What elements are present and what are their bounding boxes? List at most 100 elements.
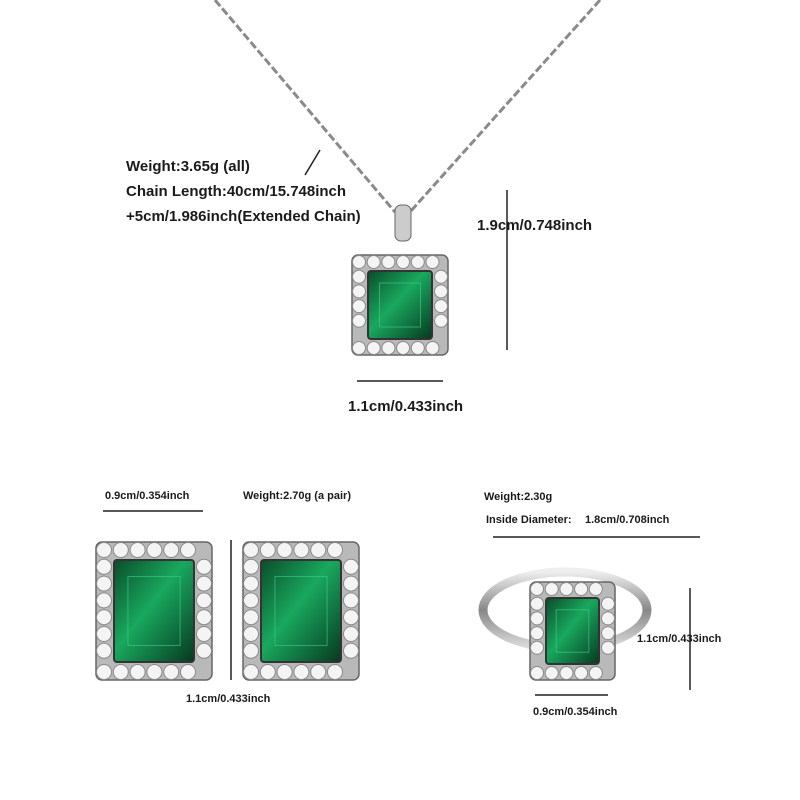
earring-height: 1.1cm/0.433inch bbox=[186, 693, 271, 705]
diamond-stone bbox=[352, 341, 366, 355]
diamond-stone bbox=[434, 313, 448, 328]
diamond-stone bbox=[310, 542, 327, 558]
diamond-stone bbox=[293, 664, 310, 680]
diamond-stone bbox=[293, 542, 310, 558]
diamond-stone bbox=[196, 575, 212, 592]
diamond-stone bbox=[196, 592, 212, 609]
diamond-stone bbox=[434, 299, 448, 314]
diamond-stone bbox=[601, 640, 615, 655]
diamond-stone bbox=[112, 664, 129, 680]
necklace-chain-length: Chain Length:40cm/15.748inch bbox=[126, 183, 347, 200]
diamond-stone bbox=[163, 664, 180, 680]
diamond-stone bbox=[425, 341, 440, 355]
diamond-stone bbox=[243, 664, 259, 680]
diamond-stone bbox=[434, 269, 448, 284]
diamond-stone bbox=[243, 542, 259, 558]
diamond-stone bbox=[196, 642, 212, 659]
necklace-weight: Weight:3.65g (all) bbox=[126, 158, 250, 175]
diamond-stone bbox=[243, 609, 259, 626]
diamond-stone bbox=[96, 558, 112, 575]
diamond-stone bbox=[96, 542, 112, 558]
diamond-stone bbox=[180, 664, 196, 680]
diamond-stone bbox=[530, 666, 544, 680]
diamond-stone bbox=[601, 611, 615, 626]
diamond-stone bbox=[243, 592, 259, 609]
diamond-stone bbox=[163, 542, 180, 558]
earring-left bbox=[95, 541, 213, 681]
diamond-stone bbox=[530, 596, 544, 611]
emerald-stone bbox=[260, 559, 342, 663]
diamond-stone bbox=[180, 542, 196, 558]
diamond-stone bbox=[243, 575, 259, 592]
ring-height: 1.1cm/0.433inch bbox=[637, 633, 722, 645]
diamond-stone bbox=[559, 582, 574, 596]
diamond-stone bbox=[410, 341, 425, 355]
earring-width: 0.9cm/0.354inch bbox=[105, 490, 190, 502]
diamond-stone bbox=[530, 611, 544, 626]
diamond-stone bbox=[96, 664, 112, 680]
diamond-stone bbox=[96, 575, 112, 592]
diamond-stone bbox=[259, 542, 276, 558]
diamond-stone bbox=[343, 558, 359, 575]
emerald-stone bbox=[113, 559, 195, 663]
diamond-stone bbox=[343, 642, 359, 659]
diamond-stone bbox=[129, 664, 146, 680]
diamond-stone bbox=[259, 664, 276, 680]
diamond-stone bbox=[146, 664, 163, 680]
diamond-stone bbox=[327, 664, 343, 680]
diamond-stone bbox=[146, 542, 163, 558]
dimension-lines bbox=[103, 149, 700, 696]
diamond-stone bbox=[352, 269, 366, 284]
diamond-stone bbox=[352, 255, 366, 269]
ring-width: 0.9cm/0.354inch bbox=[533, 706, 618, 718]
diamond-stone bbox=[588, 582, 603, 596]
diamond-stone bbox=[343, 575, 359, 592]
diamond-stone bbox=[574, 666, 589, 680]
diamond-stone bbox=[381, 341, 396, 355]
earring-weight: Weight:2.70g (a pair) bbox=[243, 490, 351, 502]
diamond-stone bbox=[96, 642, 112, 659]
diamond-stone bbox=[544, 666, 559, 680]
diamond-stone bbox=[96, 592, 112, 609]
diamond-stone bbox=[310, 664, 327, 680]
earring-right bbox=[242, 541, 360, 681]
diamond-stone bbox=[410, 255, 425, 269]
diamond-stone bbox=[196, 609, 212, 626]
diamond-stone bbox=[396, 341, 411, 355]
diamond-stone bbox=[601, 626, 615, 641]
diamond-stone bbox=[434, 284, 448, 299]
diamond-stone bbox=[588, 666, 603, 680]
diamond-stone bbox=[343, 592, 359, 609]
diamond-stone bbox=[343, 609, 359, 626]
emerald-stone bbox=[367, 270, 433, 340]
diamond-stone bbox=[243, 558, 259, 575]
diamond-stone bbox=[425, 255, 440, 269]
ring-head bbox=[529, 581, 616, 681]
pendant-height: 1.9cm/0.748inch bbox=[477, 217, 593, 234]
diamond-stone bbox=[276, 542, 293, 558]
ring-weight: Weight:2.30g bbox=[484, 491, 553, 503]
diamond-stone bbox=[366, 341, 381, 355]
pendant bbox=[351, 254, 449, 356]
emerald-stone bbox=[545, 597, 600, 665]
diamond-stone bbox=[352, 284, 366, 299]
pendant-width: 1.1cm/0.433inch bbox=[348, 398, 464, 415]
diamond-stone bbox=[544, 582, 559, 596]
necklace-chain bbox=[213, 0, 602, 214]
diamond-stone bbox=[530, 640, 544, 655]
diamond-stone bbox=[574, 582, 589, 596]
diamond-stone bbox=[530, 582, 544, 596]
diamond-stone bbox=[396, 255, 411, 269]
ring-inside-diameter-value: 1.8cm/0.708inch bbox=[585, 514, 670, 526]
diamond-stone bbox=[276, 664, 293, 680]
diamond-stone bbox=[196, 558, 212, 575]
diamond-stone bbox=[559, 666, 574, 680]
diamond-stone bbox=[327, 542, 343, 558]
diamond-stone bbox=[243, 626, 259, 642]
necklace-extended-chain: +5cm/1.986inch(Extended Chain) bbox=[126, 208, 361, 225]
diamond-stone bbox=[352, 313, 366, 328]
ring-inside-diameter-label: Inside Diameter: bbox=[486, 514, 572, 526]
diamond-stone bbox=[352, 299, 366, 314]
